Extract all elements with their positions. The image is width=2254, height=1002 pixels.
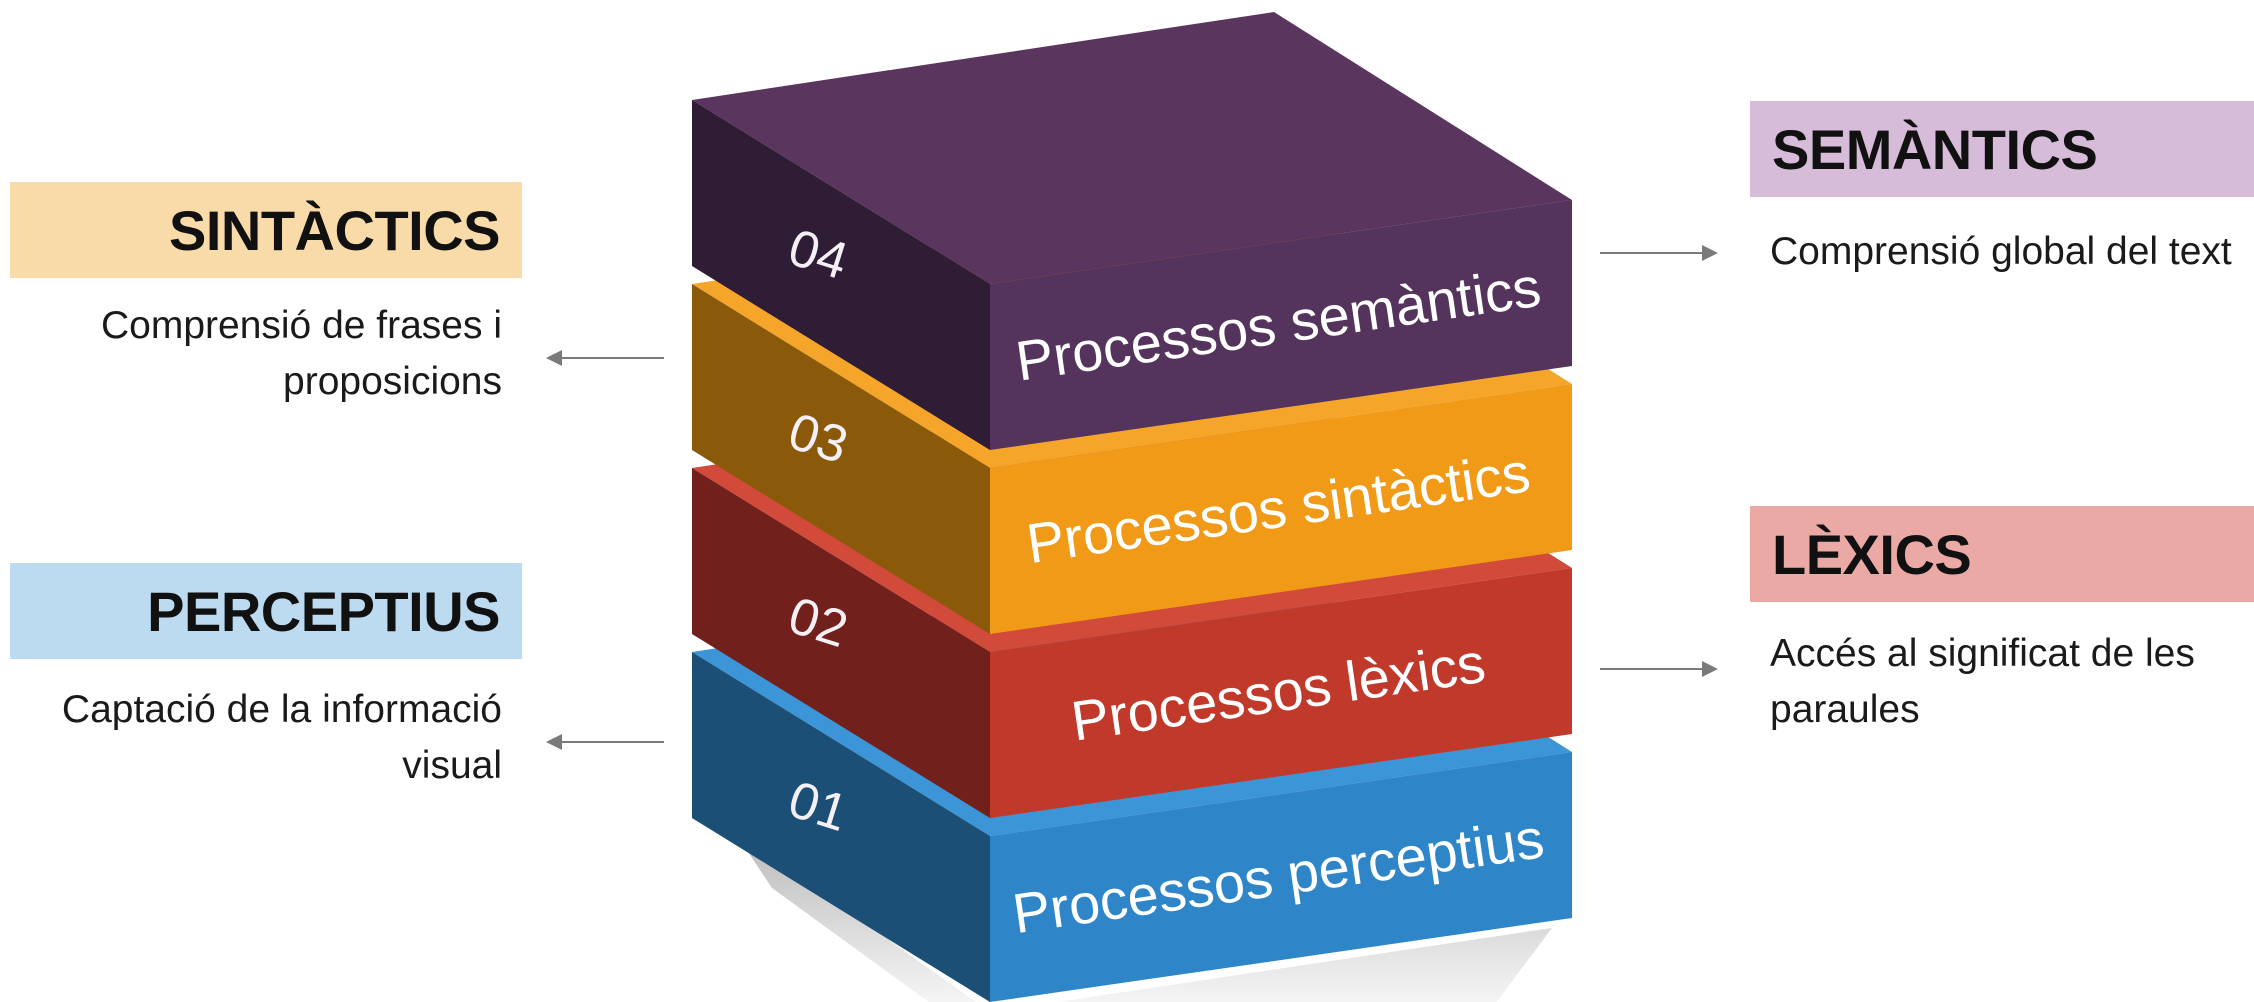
block-front-face	[990, 200, 1572, 450]
sintactics-description: Comprensió de frases i proposicions	[100, 304, 502, 403]
semantics-description: Comprensió global del text	[1770, 230, 2232, 273]
lexics-header: LÈXICS	[1750, 506, 2254, 602]
block-side-face	[692, 100, 990, 450]
perceptius-description: Captació de la informació visual	[61, 688, 502, 787]
sintactics-title: SINTÀCTICS	[169, 198, 501, 262]
semantics-arrow	[1600, 245, 1718, 261]
lexics-description: Accés al significat de les paraules	[1770, 632, 2195, 731]
perceptius-header: PERCEPTIUS	[10, 563, 522, 659]
arrowhead-left-icon	[546, 350, 562, 366]
semantics-title: SEMÀNTICS	[1772, 117, 2098, 181]
semantics-header: SEMÀNTICS	[1750, 101, 2254, 197]
arrowhead-left-icon	[546, 734, 562, 750]
stack-shadow	[732, 828, 1552, 1002]
sintactics-arrow	[546, 350, 664, 366]
arrowhead-right-icon	[1702, 661, 1718, 677]
block-side-face	[692, 468, 990, 818]
lexics-title: LÈXICS	[1772, 522, 1972, 586]
block-front-face	[990, 752, 1572, 1002]
block-side-face	[692, 284, 990, 634]
block-top-face	[692, 12, 1572, 284]
perceptius-arrow	[546, 734, 664, 750]
arrowhead-right-icon	[1702, 245, 1718, 261]
block-side-face	[692, 652, 990, 1002]
perceptius-title: PERCEPTIUS	[147, 579, 500, 643]
block-front-face	[990, 384, 1572, 634]
lexics-arrow	[1600, 661, 1718, 677]
sintactics-header: SINTÀCTICS	[10, 182, 522, 278]
block-front-face	[990, 568, 1572, 818]
